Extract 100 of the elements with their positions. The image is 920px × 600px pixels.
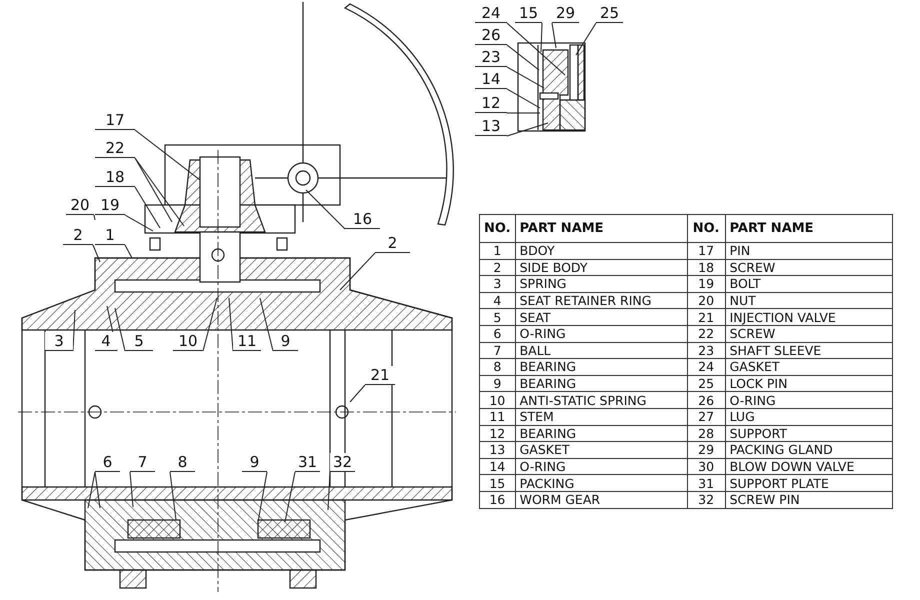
part-number: 24 xyxy=(687,358,726,376)
callout-number: 26 xyxy=(475,26,507,45)
part-name: PACKING GLAND xyxy=(725,442,892,458)
part-number: 30 xyxy=(687,458,726,475)
leader-line xyxy=(88,472,96,508)
leader-line xyxy=(350,384,366,402)
part-name: BEARING xyxy=(515,358,688,376)
part-name: LUG xyxy=(725,408,892,426)
part-number: 15 xyxy=(480,474,516,492)
callout-number: 20 xyxy=(66,196,94,215)
callout-number: 7 xyxy=(130,453,155,472)
callout-number: 12 xyxy=(475,94,507,113)
leader-line xyxy=(328,472,330,510)
part-number: 6 xyxy=(480,325,516,342)
callout-number: 10 xyxy=(173,332,203,351)
part-number: 14 xyxy=(480,458,516,475)
callout-number: 6 xyxy=(95,453,120,472)
callout-number: 5 xyxy=(125,332,153,351)
leader-line xyxy=(134,158,184,226)
part-name: GASKET xyxy=(725,358,892,376)
leader-line xyxy=(284,472,296,522)
leader-line xyxy=(552,22,556,48)
leader-line xyxy=(506,112,540,114)
callout-number: 32 xyxy=(330,453,355,472)
part-number: 1 xyxy=(480,242,516,260)
part-number: 8 xyxy=(480,358,516,376)
part-name: BEARING xyxy=(515,375,688,392)
part-number: 21 xyxy=(687,308,726,326)
column-header: PART NAME xyxy=(515,214,688,242)
part-number: 4 xyxy=(480,292,516,309)
part-name: STEM xyxy=(515,408,688,426)
part-number: 25 xyxy=(687,375,726,392)
callout-number: 9 xyxy=(273,332,298,351)
leader-line xyxy=(258,472,268,522)
part-name: SUPPORT xyxy=(725,425,892,442)
part-number: 2 xyxy=(480,259,516,276)
callout-number: 4 xyxy=(95,332,117,351)
part-number: 23 xyxy=(687,342,726,359)
callout-number: 17 xyxy=(95,111,135,130)
callout-number: 19 xyxy=(95,196,125,215)
part-name: SPRING xyxy=(515,276,688,292)
part-name: WORM GEAR xyxy=(515,491,688,508)
part-name: NUT xyxy=(725,292,892,309)
part-number: 12 xyxy=(480,425,516,442)
part-name: SHAFT SLEEVE xyxy=(725,342,892,359)
part-name: SCREW xyxy=(725,325,892,342)
column-header: PART NAME xyxy=(725,214,892,242)
callout-number: 3 xyxy=(45,332,73,351)
callout-number: 15 xyxy=(515,4,542,23)
callout-number: 31 xyxy=(295,453,320,472)
callout-number: 21 xyxy=(365,366,395,385)
part-name: INJECTION VALVE xyxy=(725,308,892,326)
part-name: SEAT xyxy=(515,308,688,326)
leader-line xyxy=(114,308,126,352)
callout-number: 9 xyxy=(242,453,267,472)
part-number: 7 xyxy=(480,342,516,359)
leader-line xyxy=(506,88,540,108)
callout-number: 16 xyxy=(345,210,380,229)
leader-line xyxy=(506,66,544,88)
part-number: 18 xyxy=(687,259,726,276)
part-name: BALL xyxy=(515,342,688,359)
column-header: NO. xyxy=(687,214,726,242)
part-name: O-RING xyxy=(725,392,892,408)
leader-line xyxy=(92,244,100,262)
part-name: PIN xyxy=(725,242,892,260)
part-number: 16 xyxy=(480,491,516,508)
leader-line xyxy=(170,472,176,520)
callout-number: 24 xyxy=(475,4,507,23)
part-name: SIDE BODY xyxy=(515,259,688,276)
callout-number: 14 xyxy=(475,70,507,89)
leader-line xyxy=(506,44,540,70)
part-name: O-RING xyxy=(515,325,688,342)
part-name: O-RING xyxy=(515,458,688,475)
part-name: BDOY xyxy=(515,242,688,260)
leader-line xyxy=(94,472,100,508)
callout-number: 23 xyxy=(475,48,507,67)
callout-number: 2 xyxy=(375,234,410,253)
part-number: 22 xyxy=(687,325,726,342)
leader-line xyxy=(228,298,234,352)
leader-line xyxy=(506,122,548,136)
part-number: 29 xyxy=(687,442,726,458)
part-number: 11 xyxy=(480,408,516,426)
leader-line xyxy=(134,130,200,180)
callout-number: 13 xyxy=(475,117,507,136)
part-name: BEARING xyxy=(515,425,688,442)
part-name: SUPPORT PLATE xyxy=(725,474,892,492)
column-header: NO. xyxy=(480,214,516,242)
part-number: 28 xyxy=(687,425,726,442)
part-number: 27 xyxy=(687,408,726,426)
part-name: BLOW DOWN VALVE xyxy=(725,458,892,475)
part-number: 20 xyxy=(687,292,726,309)
part-name: ANTI-STATIC SPRING xyxy=(515,392,688,408)
callout-number: 1 xyxy=(95,226,125,245)
part-number: 10 xyxy=(480,392,516,408)
callout-number: 22 xyxy=(95,139,135,158)
part-number: 32 xyxy=(687,491,726,508)
part-number: 26 xyxy=(687,392,726,408)
leader-line xyxy=(340,252,376,290)
callout-number: 8 xyxy=(170,453,195,472)
part-number: 9 xyxy=(480,375,516,392)
